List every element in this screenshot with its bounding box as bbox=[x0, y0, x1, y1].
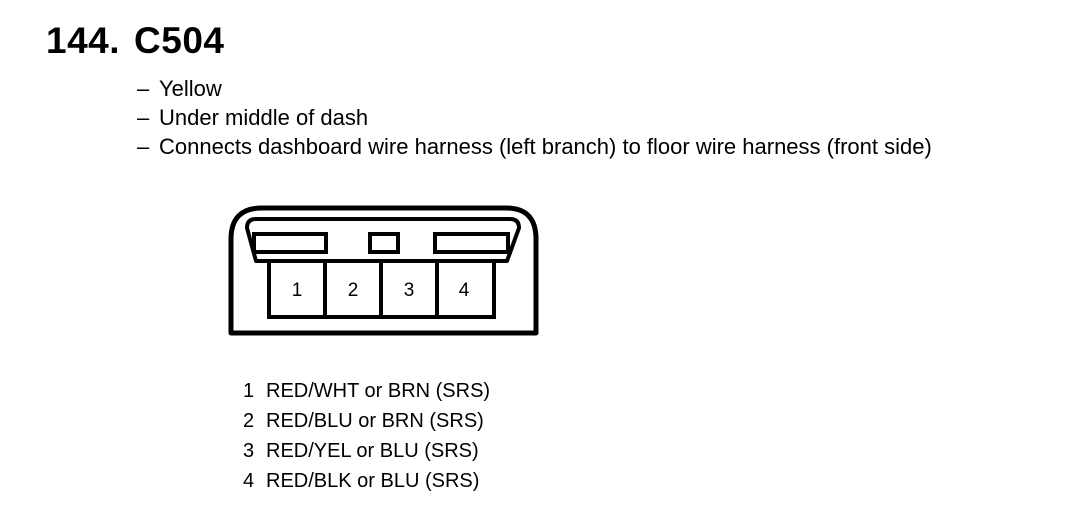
pin-label-3: 3 bbox=[404, 280, 415, 301]
pin-label-1: 1 bbox=[292, 280, 303, 301]
bullet-dash: – bbox=[137, 105, 150, 130]
center-key bbox=[368, 232, 400, 254]
detail-location: –Under middle of dash bbox=[137, 103, 932, 132]
detail-text: Yellow bbox=[159, 76, 222, 101]
bullet-dash: – bbox=[137, 76, 150, 101]
left-lock-slot bbox=[252, 232, 328, 254]
pin-cavity bbox=[435, 259, 496, 319]
detail-connection: –Connects dashboard wire harness (left b… bbox=[137, 132, 932, 161]
connector-details: –Yellow –Under middle of dash –Connects … bbox=[137, 74, 932, 161]
pin-wire: RED/BLK or BLU (SRS) bbox=[266, 470, 480, 492]
connector-housing-outer bbox=[228, 205, 539, 336]
pin-number: 2 bbox=[243, 410, 255, 432]
pin-row: 3 RED/YEL or BLU (SRS) bbox=[243, 436, 490, 466]
bullet-dash: – bbox=[137, 134, 150, 159]
detail-text: Connects dashboard wire harness (left br… bbox=[159, 134, 932, 159]
pin-row: 1 RED/WHT or BRN (SRS) bbox=[243, 376, 490, 406]
pin-wire: RED/WHT or BRN (SRS) bbox=[266, 380, 491, 402]
connector-code: C504 bbox=[134, 20, 225, 61]
connector-title: 144. C504 bbox=[46, 20, 224, 62]
pin-number: 3 bbox=[243, 440, 255, 462]
pin-wire: RED/YEL or BLU (SRS) bbox=[266, 440, 479, 462]
pin-number: 1 bbox=[243, 380, 255, 402]
detail-text: Under middle of dash bbox=[159, 105, 369, 130]
connector-face-diagram: 1 2 3 4 bbox=[228, 205, 539, 336]
detail-color: –Yellow bbox=[137, 74, 932, 103]
pin-row: 4 RED/BLK or BLU (SRS) bbox=[243, 466, 490, 496]
right-lock-slot bbox=[433, 232, 510, 254]
pin-wire: RED/BLU or BRN (SRS) bbox=[266, 410, 484, 432]
connector-number: 144. bbox=[46, 20, 121, 61]
pin-number: 4 bbox=[243, 470, 255, 492]
pin-assignment-list: 1 RED/WHT or BRN (SRS) 2 RED/BLU or BRN (S… bbox=[243, 376, 490, 496]
pin-row: 2 RED/BLU or BRN (SRS) bbox=[243, 406, 490, 436]
pin-label-2: 2 bbox=[348, 280, 359, 301]
pin-label-4: 4 bbox=[459, 280, 470, 301]
